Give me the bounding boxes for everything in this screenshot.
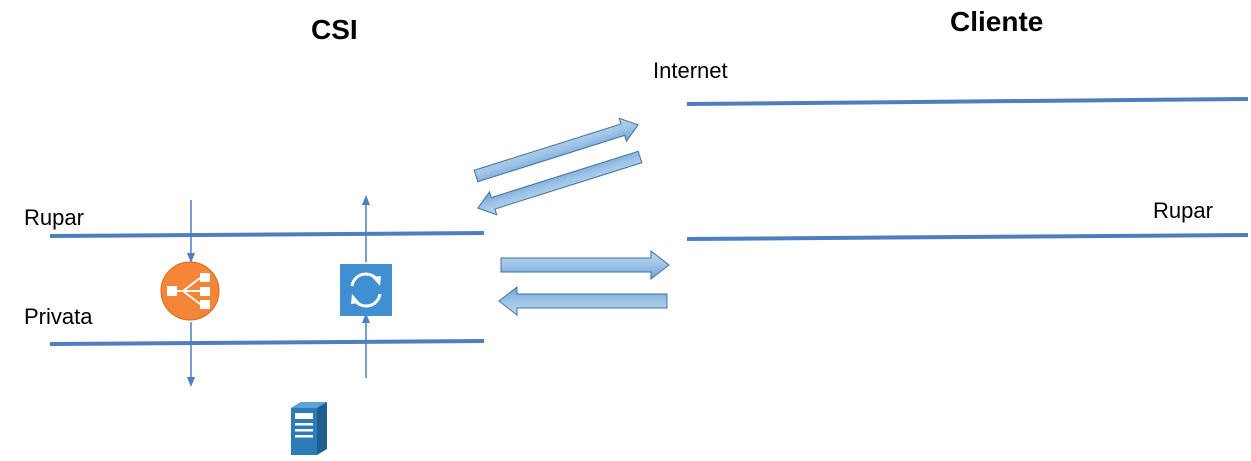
load-balancer-icon [160,261,220,321]
privata-label: Privata [24,304,93,329]
rupar-inbound-arrow [498,285,668,317]
server-icon [291,402,327,455]
csi-rupar-line [49,231,485,238]
sync-icon [340,264,392,316]
cliente-heading: Cliente [950,6,1044,37]
rupar-left-label: Rupar [24,205,84,230]
csi-heading: CSI [311,14,358,45]
rupar-right-label: Rupar [1153,198,1213,223]
cliente-rupar-line [686,233,1249,241]
rupar-outbound-arrow [500,249,670,281]
internet-outbound-arrow [473,117,639,183]
internet-label: Internet [653,58,728,83]
cliente-internet-line [686,97,1249,106]
csi-privata-line [49,339,485,346]
internet-inbound-arrow [477,150,643,216]
